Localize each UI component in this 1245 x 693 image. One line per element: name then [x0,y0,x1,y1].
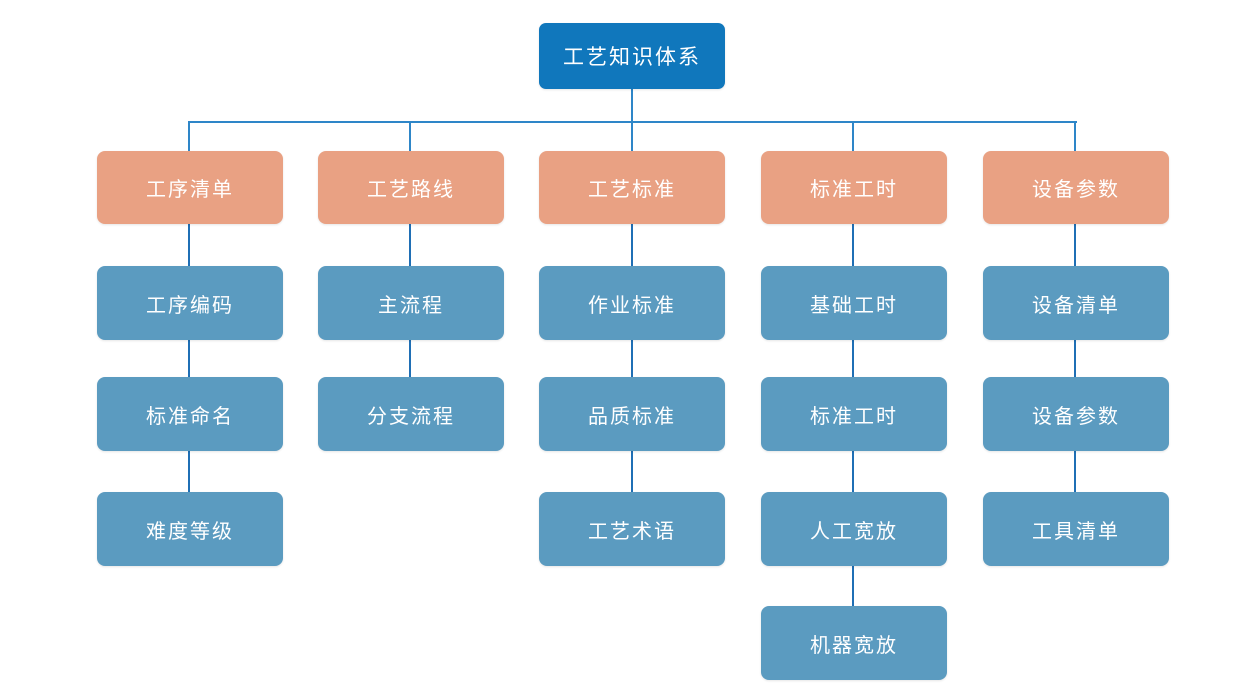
level1-node-col4[interactable]: 标准工时 [761,151,947,224]
level2-label-col1-item2: 标准命名 [146,405,234,428]
level1-label-col3: 工艺标准 [588,179,676,201]
link-connector-col3-r4 [631,451,633,492]
level2-label-col5-item3: 工具清单 [1032,520,1120,543]
level1-label-col2: 工艺路线 [367,179,455,201]
link-connector-col4-r3 [852,340,854,377]
bus-drop-connector-col2 [409,121,411,151]
level2-node-col2-item2[interactable]: 分支流程 [318,377,504,451]
level2-label-col4-item1: 基础工时 [810,294,898,317]
level2-label-col3-item3: 工艺术语 [588,520,676,543]
level2-node-col5-item3[interactable]: 工具清单 [983,492,1169,566]
level2-label-col1-item1: 工序编码 [146,294,234,317]
level2-label-col3-item1: 作业标准 [588,294,676,317]
bus-drop-connector-col5 [1074,121,1076,151]
level2-node-col2-item1[interactable]: 主流程 [318,266,504,340]
level2-label-col4-item2: 标准工时 [810,405,898,428]
level1-node-col5[interactable]: 设备参数 [983,151,1169,224]
level2-node-col5-item1[interactable]: 设备清单 [983,266,1169,340]
level1-node-col1[interactable]: 工序清单 [97,151,283,224]
bus-drop-connector-col1 [188,121,190,151]
link-connector-col4-r2 [852,224,854,266]
link-connector-col2-r3 [409,340,411,377]
link-connector-col1-r3 [188,340,190,377]
level1-label-col1: 工序清单 [146,179,234,201]
level2-label-col3-item2: 品质标准 [588,405,676,428]
level2-node-col3-item1[interactable]: 作业标准 [539,266,725,340]
level1-label-col5: 设备参数 [1032,179,1120,201]
root-node[interactable]: 工艺知识体系 [539,23,725,89]
link-connector-col1-r4 [188,451,190,492]
level2-node-col1-item3[interactable]: 难度等级 [97,492,283,566]
root-node-label: 工艺知识体系 [563,46,701,69]
level2-node-col1-item2[interactable]: 标准命名 [97,377,283,451]
link-connector-col5-r2 [1074,224,1076,266]
level2-label-col2-item2: 分支流程 [367,405,455,428]
level2-node-col4-item3[interactable]: 人工宽放 [761,492,947,566]
level2-label-col2-item1: 主流程 [378,294,444,317]
level2-label-col1-item3: 难度等级 [146,520,234,543]
level1-node-col3[interactable]: 工艺标准 [539,151,725,224]
level1-node-col2[interactable]: 工艺路线 [318,151,504,224]
level2-node-col4-item2[interactable]: 标准工时 [761,377,947,451]
link-connector-col3-r3 [631,340,633,377]
link-connector-col5-r3 [1074,340,1076,377]
level2-node-col4-item1[interactable]: 基础工时 [761,266,947,340]
level2-node-col5-item2[interactable]: 设备参数 [983,377,1169,451]
link-connector-col2-r2 [409,224,411,266]
level2-node-col1-item1[interactable]: 工序编码 [97,266,283,340]
level2-node-col3-item3[interactable]: 工艺术语 [539,492,725,566]
link-connector-col1-r2 [188,224,190,266]
link-connector-col4-r5 [852,566,854,606]
bus-drop-connector-col4 [852,121,854,151]
level2-label-col5-item1: 设备清单 [1032,294,1120,317]
level2-label-col5-item2: 设备参数 [1032,405,1120,428]
link-connector-col4-r4 [852,451,854,492]
level2-node-col3-item2[interactable]: 品质标准 [539,377,725,451]
link-connector-col3-r2 [631,224,633,266]
level2-node-col4-item4[interactable]: 机器宽放 [761,606,947,680]
level2-label-col4-item3: 人工宽放 [810,520,898,543]
root-stem-connector [631,89,633,122]
level2-label-col4-item4: 机器宽放 [810,634,898,657]
link-connector-col5-r4 [1074,451,1076,492]
level1-label-col4: 标准工时 [810,179,898,201]
bus-drop-connector-col3 [631,121,633,151]
